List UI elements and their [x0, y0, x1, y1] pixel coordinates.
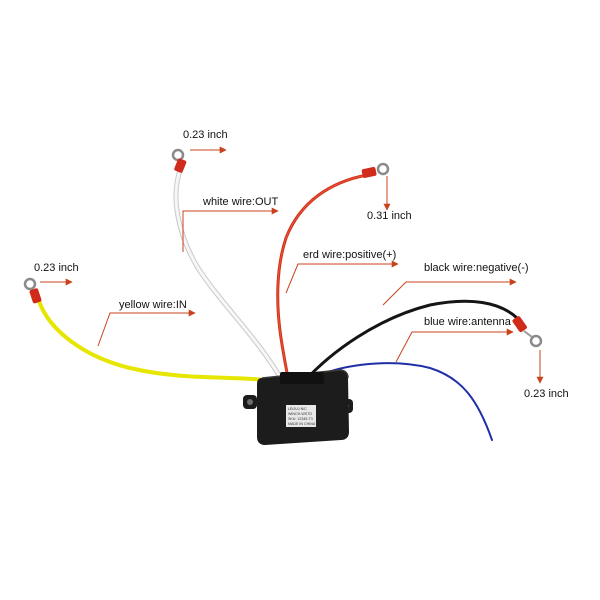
blue-wire-callout-line: [395, 328, 514, 363]
box-sticker-line-2: WINCH-WSTO: [288, 412, 312, 416]
red-size-label: 0.31 inch: [367, 210, 412, 222]
box-sticker-line-3: SKU: 12345-T3: [288, 417, 313, 421]
yellow-wire: [36, 296, 283, 387]
white-wire-terminal: [171, 148, 187, 173]
black-size-label: 0.23 inch: [524, 388, 569, 400]
blue-wire: [321, 362, 493, 441]
white-wire-label: white wire:OUT: [203, 196, 279, 208]
white-size-label: 0.23 inch: [183, 129, 228, 141]
box-sticker-line-4: MADE IN CHINA: [288, 422, 316, 426]
red-wire-label: erd wire:positive(+): [303, 249, 397, 261]
red-wire-terminal: [361, 162, 390, 178]
black-wire-callout-line: [382, 278, 517, 306]
blue-wire-label: blue wire:antenna: [424, 316, 511, 328]
box-sticker-line-1: LEIJUJ N/C: [288, 407, 307, 411]
yellow-wire-callout-line: [97, 309, 196, 347]
white-wire-callout-line: [182, 207, 279, 252]
red-wire: [276, 173, 369, 386]
black-wire: [300, 299, 519, 386]
box-sticker: LEIJUJ N/C WINCH-WSTO SKU: 12345-T3 MADE…: [286, 405, 316, 427]
red-wire-callout-line: [285, 260, 399, 294]
yellow-wire-label: yellow wire:IN: [119, 299, 187, 311]
yellow-size-label: 0.23 inch: [34, 262, 79, 274]
black-wire-label: black wire:negative(-): [424, 262, 529, 274]
yellow-wire-terminal: [23, 277, 42, 304]
black-wire-terminal: [512, 316, 543, 348]
white-wire: [173, 165, 286, 385]
